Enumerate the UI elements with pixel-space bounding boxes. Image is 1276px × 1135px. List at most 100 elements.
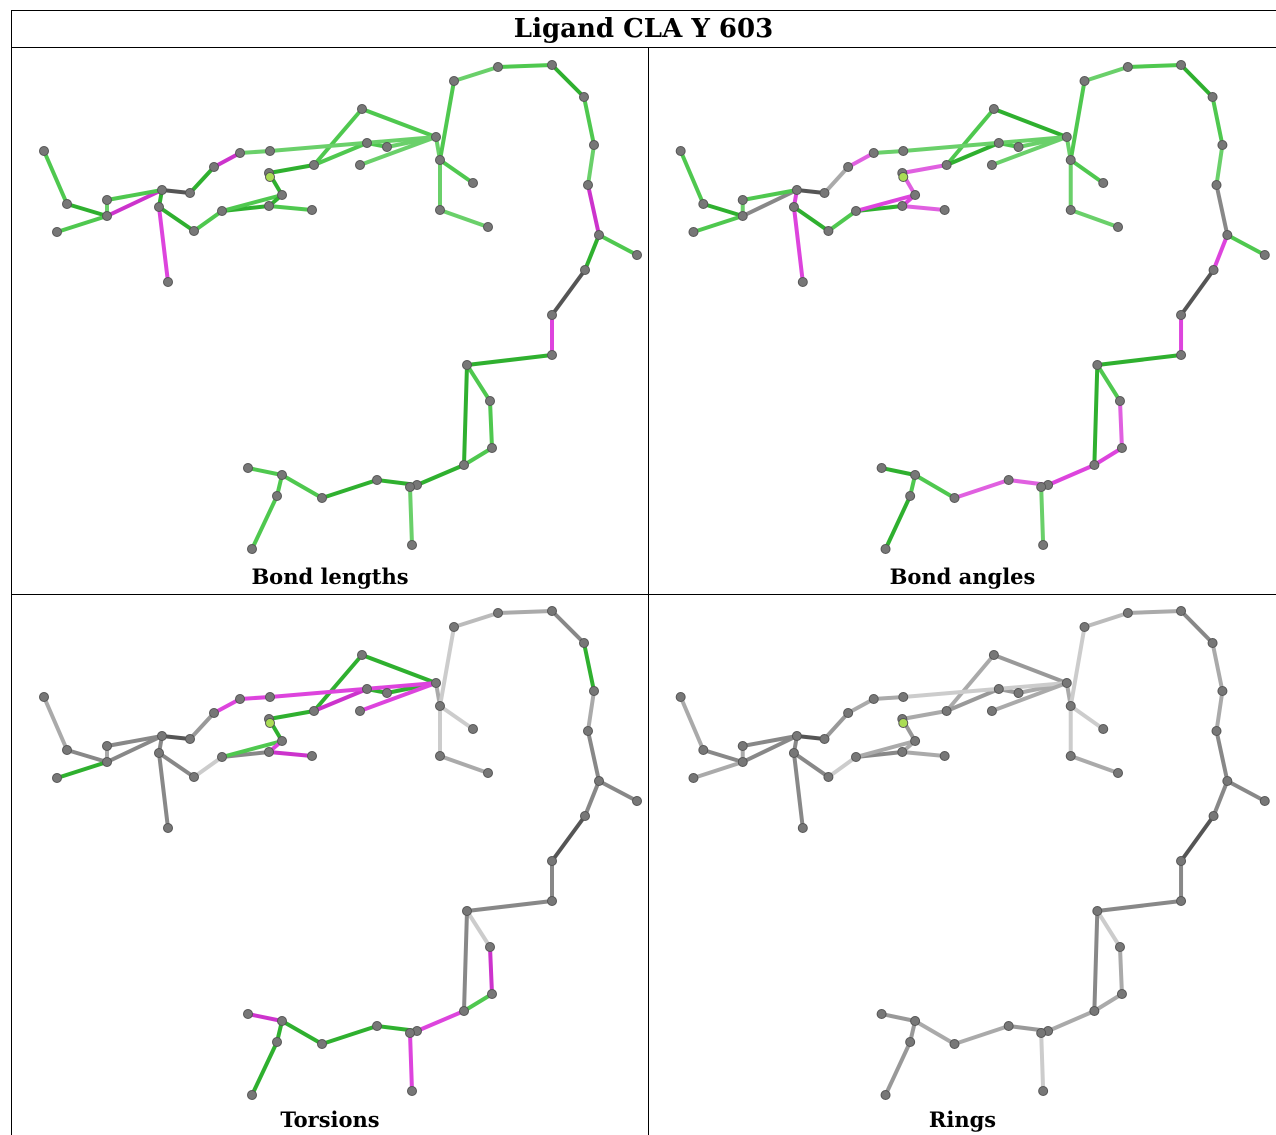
atom <box>868 694 879 704</box>
bond <box>879 466 918 477</box>
panel-torsions: Torsions <box>12 595 648 1135</box>
bond <box>408 485 414 547</box>
atom <box>52 773 62 783</box>
bond <box>192 209 224 233</box>
bond <box>740 734 799 764</box>
bond <box>438 208 490 229</box>
atom <box>247 544 257 554</box>
atom <box>405 482 415 492</box>
atom <box>1122 608 1133 618</box>
panel-rings: Rings <box>649 595 1276 1135</box>
bond <box>701 202 745 218</box>
metal-atom <box>898 172 909 182</box>
atom <box>1061 678 1072 688</box>
atom <box>580 265 590 275</box>
bond <box>267 709 316 721</box>
bond <box>280 473 324 500</box>
bond <box>65 202 109 218</box>
atom <box>1259 250 1270 260</box>
bond <box>488 945 494 996</box>
bond <box>360 653 438 685</box>
bond <box>462 363 469 467</box>
bond <box>1225 233 1267 257</box>
atom <box>993 138 1004 148</box>
atom <box>698 745 709 755</box>
atom <box>483 768 493 778</box>
atom <box>243 1009 253 1019</box>
atom <box>579 638 589 648</box>
bond <box>900 163 949 175</box>
bond <box>1214 183 1230 237</box>
atom <box>949 1039 960 1049</box>
atom <box>988 650 999 660</box>
bond <box>1125 63 1184 69</box>
atom <box>189 226 199 236</box>
atom <box>1116 443 1127 453</box>
bond <box>952 1024 1011 1046</box>
bond <box>1092 363 1100 467</box>
atom <box>788 748 799 758</box>
atom <box>1003 1021 1014 1031</box>
bond <box>438 704 475 731</box>
bond <box>462 992 494 1013</box>
bond <box>360 107 438 139</box>
atom <box>407 1086 417 1096</box>
atom <box>468 178 478 188</box>
atom <box>594 230 604 240</box>
atom <box>868 148 879 158</box>
bond <box>1068 704 1106 731</box>
table-frame <box>11 10 1276 1135</box>
atom <box>459 1006 469 1016</box>
atom <box>632 250 642 260</box>
atom <box>247 1090 257 1100</box>
bond <box>246 466 284 477</box>
atom <box>1013 142 1024 152</box>
bond <box>678 695 706 752</box>
atom <box>277 470 287 480</box>
atom <box>797 277 808 287</box>
metal-atom <box>265 172 275 182</box>
bond <box>250 494 279 551</box>
bond <box>55 760 109 780</box>
atom <box>264 747 274 757</box>
atom <box>547 310 557 320</box>
atom <box>876 1009 887 1019</box>
bond <box>1095 353 1184 367</box>
bond <box>312 687 369 713</box>
bond <box>822 165 851 195</box>
bond <box>452 65 500 83</box>
molecule-render-torsions <box>39 606 642 1100</box>
bond <box>1068 625 1087 708</box>
bond <box>550 268 587 317</box>
atom <box>1176 856 1187 866</box>
atom <box>941 160 952 170</box>
bond <box>1095 899 1184 913</box>
bond <box>826 755 858 779</box>
bond <box>105 734 164 748</box>
caption-torsions: Torsions <box>280 1107 380 1132</box>
bond <box>312 107 364 167</box>
bond <box>320 478 379 500</box>
atom <box>1207 638 1218 648</box>
bond <box>854 739 918 759</box>
atom <box>1089 460 1100 470</box>
atom <box>382 688 392 698</box>
bond <box>586 183 601 237</box>
bond <box>883 1040 913 1097</box>
bond <box>791 751 831 779</box>
atom <box>265 146 275 156</box>
atom <box>1113 222 1124 232</box>
atom <box>737 195 748 205</box>
atom <box>675 146 686 156</box>
bond <box>586 689 596 733</box>
bond <box>944 141 1001 167</box>
bond <box>1068 208 1121 229</box>
bond <box>854 193 918 213</box>
atom <box>791 731 802 741</box>
atom <box>435 751 445 761</box>
bond <box>157 205 196 233</box>
bond <box>1179 609 1215 645</box>
atom <box>1061 132 1072 142</box>
atom <box>1065 701 1076 711</box>
bond <box>791 751 805 830</box>
